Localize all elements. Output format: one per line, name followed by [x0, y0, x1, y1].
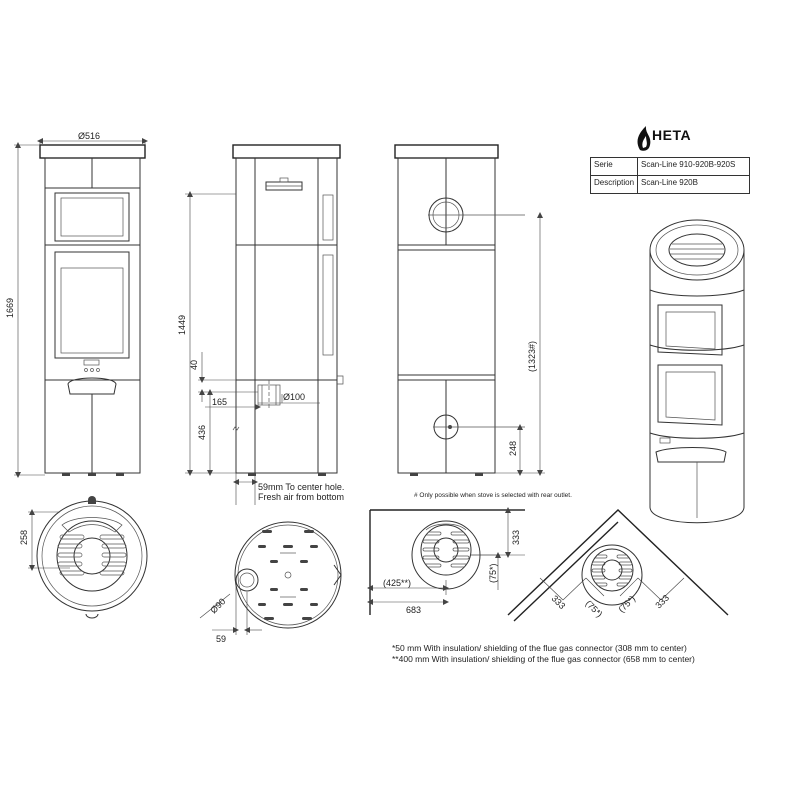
rear-view — [394, 144, 545, 476]
dim-wall-75: (75*) — [488, 563, 498, 583]
dim-corner-75-left: (75*) — [584, 598, 605, 619]
info-value: Scan-Line 920B — [637, 175, 751, 194]
dim-height-rear: 1449 — [177, 315, 187, 335]
info-row-description: Description Scan-Line 920B — [589, 175, 751, 194]
dim-total-height: 1669 — [5, 298, 15, 318]
dim-corner-333-left: 333 — [550, 593, 568, 611]
info-row-serie: Serie Scan-Line 910-920B-920S — [589, 157, 751, 176]
wall-placement-view — [367, 507, 525, 615]
dim-offset-165: 165 — [212, 397, 227, 407]
dim-wall-333: 333 — [511, 530, 521, 545]
note-insulation-400: **400 mm With insulation/ shielding of t… — [392, 654, 695, 664]
dim-flue-59: 59 — [216, 634, 226, 644]
dim-rear-outlet: (1323#) — [527, 341, 537, 372]
side-view — [185, 144, 344, 505]
dim-air-inlet-height: 248 — [508, 441, 518, 456]
perspective-view — [649, 219, 745, 524]
info-key: Description — [589, 175, 639, 194]
note-fresh-air: Fresh air from bottom — [258, 492, 344, 502]
top-view — [28, 496, 148, 619]
bottom-view — [199, 521, 342, 635]
dim-top-258: 258 — [19, 530, 29, 545]
dim-wall-683: 683 — [406, 605, 421, 615]
note-center-hole: 59mm To center hole. — [258, 482, 344, 492]
notes: 59mm To center hole. Fresh air from bott… — [258, 482, 695, 664]
corner-placement-view — [507, 509, 729, 622]
dim-pipe: Ø100 — [283, 392, 305, 402]
front-view — [14, 138, 148, 478]
dim-height-436: 436 — [197, 425, 207, 440]
flame-logo-icon — [637, 126, 651, 151]
note-insulation-50: *50 mm With insulation/ shielding of the… — [392, 643, 687, 653]
dim-offset-40: 40 — [189, 360, 199, 370]
dim-flue-90: Ø90 — [208, 596, 227, 615]
dim-corner-75-right: (75*) — [616, 594, 637, 615]
grate-icon — [670, 243, 724, 260]
brand-name: HETA — [652, 127, 692, 143]
grate-icon — [57, 534, 127, 576]
dim-width: Ø516 — [78, 131, 100, 141]
note-rear-outlet: # Only possible when stove is selected w… — [414, 492, 572, 499]
dim-wall-425: (425**) — [383, 578, 411, 588]
info-table: Serie Scan-Line 910-920B-920S Descriptio… — [589, 157, 751, 194]
